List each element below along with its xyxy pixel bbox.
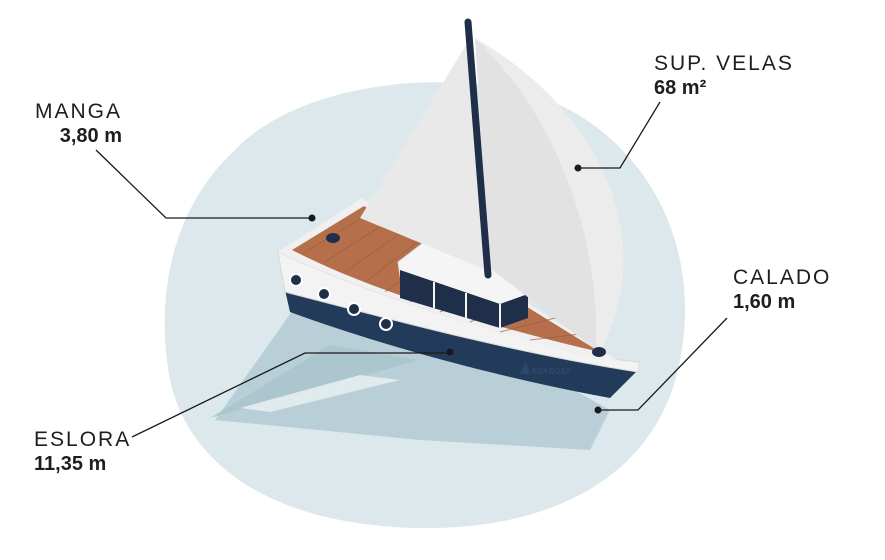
label-calado-name: CALADO [733, 266, 832, 289]
head-sail-shade [475, 38, 597, 350]
leader-line-sup-velas [578, 101, 661, 169]
leader-line-eslora [131, 352, 450, 438]
sail-reflection [210, 345, 420, 418]
label-sup-velas-value: 68 m² [654, 77, 707, 99]
label-eslora-value: 11,35 m [34, 453, 107, 475]
label-sup-velas-name: SUP. VELAS [654, 52, 794, 75]
leader-line-manga [95, 149, 312, 219]
leader-dot-calado [594, 406, 602, 414]
cabin-window-frames [433, 282, 501, 328]
portholes [289, 273, 393, 331]
label-manga-value: 3,80 m [59, 125, 122, 147]
label-calado-value: 1,60 m [733, 291, 796, 313]
label-sup-velas: SUP. VELAS 68 m² [654, 52, 794, 100]
porthole [347, 302, 361, 316]
bow-fitting [326, 233, 340, 243]
hull-bottom [285, 290, 638, 398]
porthole [379, 317, 393, 331]
stern-fitting [592, 347, 606, 357]
main-sail [360, 42, 486, 270]
leader-line-calado [598, 317, 728, 411]
label-eslora-name: ESLORA [34, 428, 132, 451]
label-calado: CALADO 1,60 m [733, 266, 831, 314]
porthole [317, 287, 331, 301]
leader-dot-sup-velas [574, 164, 582, 172]
leader-lines [95, 101, 728, 438]
label-manga: MANGA 3,80 m [28, 100, 122, 148]
mast [464, 18, 492, 279]
adaboat-logo: ADABOAT [520, 362, 571, 376]
leader-dot-manga [308, 214, 316, 222]
label-manga-name: MANGA [34, 100, 122, 123]
boat-shadow [215, 300, 610, 450]
leader-dots [308, 164, 602, 414]
sail-reflection-stripe [240, 375, 400, 412]
logo-text: ADABOAT [531, 367, 571, 376]
porthole [289, 273, 303, 287]
cabin-windows [400, 270, 528, 328]
label-eslora: ESLORA 11,35 m [34, 428, 131, 476]
leader-dot-eslora [446, 348, 454, 356]
